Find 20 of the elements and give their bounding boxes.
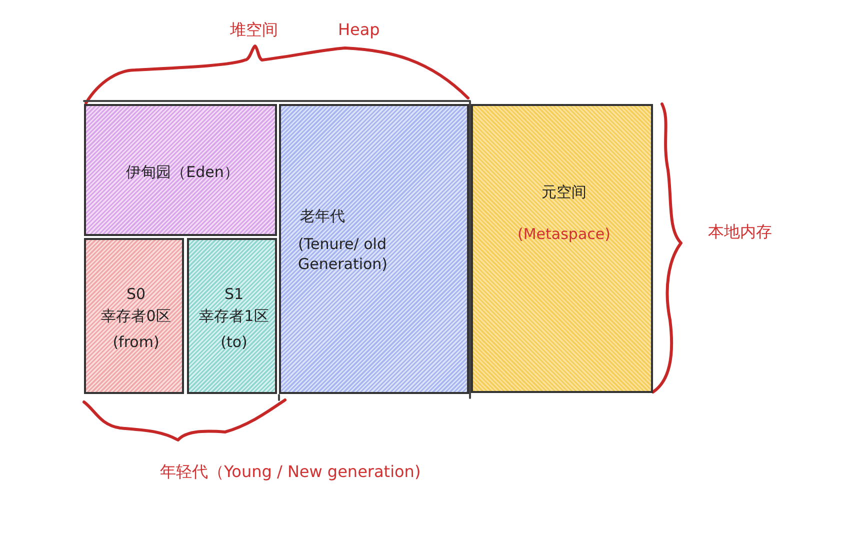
region-label: (Tenure/ old Generation) [298,234,389,274]
region-label: 元空间 [540,182,588,202]
region-label: 老年代 [300,206,346,226]
brace-label: Heap [338,20,380,39]
region-label: (to) [220,332,248,352]
memory-region-box [84,238,184,394]
brace-label: 本地内存 [708,222,772,243]
region-label: (Metaspace) [516,224,612,244]
region-label: 幸存者0区 [100,306,172,326]
region-label: 伊甸园（Eden） [125,162,240,182]
region-label: 幸存者1区 [198,306,270,326]
brace-label: 堆空间 [230,20,278,41]
memory-region-box [279,104,469,394]
memory-region-box [187,238,277,394]
region-label: S1 [223,284,245,304]
brace-label: 年轻代（Young / New generation) [160,462,421,483]
memory-region-box [471,104,653,393]
memory-region-box [84,104,277,236]
region-label: (from) [112,332,160,352]
region-label: S0 [125,284,147,304]
